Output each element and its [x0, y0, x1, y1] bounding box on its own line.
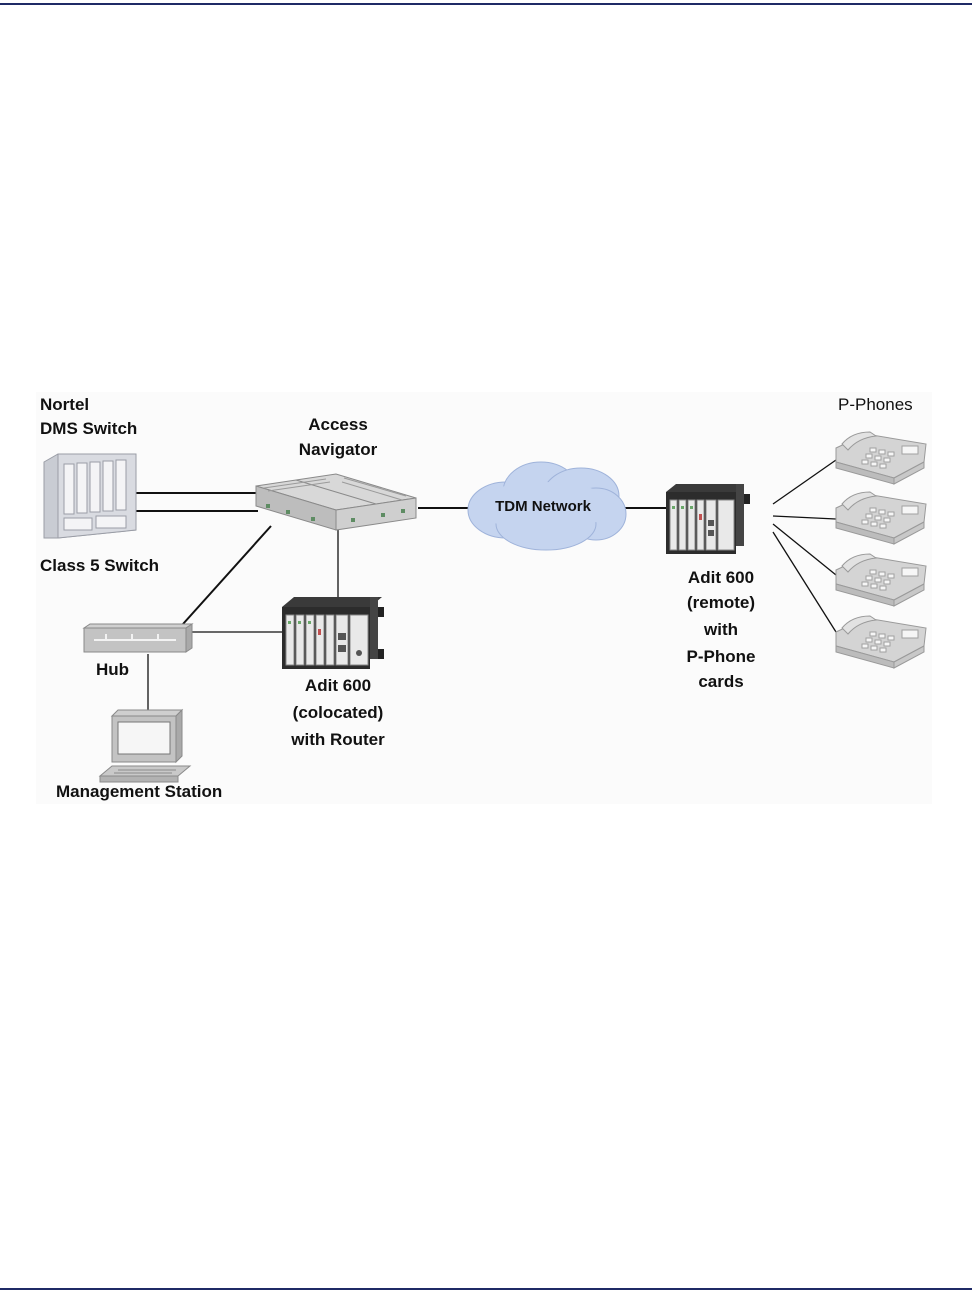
- phones-label: P-Phones: [838, 395, 913, 414]
- link-navigator-hub: [182, 525, 272, 625]
- computer-icon: [98, 708, 192, 783]
- adit-remote-label-line2: (remote): [686, 593, 756, 612]
- link-adit-phone-2: [772, 515, 837, 520]
- access-navigator-icon: [255, 473, 417, 531]
- telephone-icon: [835, 431, 927, 485]
- telephone-icon: [835, 553, 927, 607]
- diagram-canvas: [36, 392, 932, 804]
- figure-background: [36, 392, 932, 804]
- adit-local-label-line3: with Router: [291, 730, 385, 749]
- hub-label: Hub: [96, 660, 130, 679]
- cloud-label: TDM Network: [495, 498, 591, 515]
- class5-switch-icon: [43, 453, 137, 539]
- adit-remote-label-line1: Adit 600: [687, 568, 755, 587]
- adit-remote-label-line3: with: [704, 620, 738, 639]
- telephone-icon: [835, 615, 927, 669]
- navigator-label-line2: Navigator: [298, 440, 378, 459]
- adit-remote-chassis-icon: [666, 484, 750, 554]
- network-diagram: Nortel DMS Switch Class 5 Switch Access …: [36, 392, 932, 804]
- telephone-icon: [835, 491, 927, 545]
- station-label: Management Station: [56, 782, 223, 801]
- link-adit-phone-4: [772, 531, 837, 633]
- footer-rule: [0, 1288, 972, 1290]
- hub-icon: [82, 623, 194, 653]
- cloud-icon: [467, 461, 627, 551]
- adit-remote-label-line4: P-Phone: [686, 647, 756, 666]
- phones-group: [835, 431, 927, 669]
- navigator-label-line1: Access: [308, 415, 368, 434]
- switch-label-line2: DMS Switch: [40, 419, 138, 438]
- switch-caption: Class 5 Switch: [40, 556, 160, 575]
- adit-local-label-line2: (colocated): [292, 703, 384, 722]
- adit-local-chassis-icon: [282, 597, 384, 669]
- link-adit-phone-1: [772, 459, 837, 505]
- header-rule: [0, 3, 972, 5]
- link-adit-phone-3: [772, 523, 837, 576]
- switch-label-line1: Nortel: [40, 395, 90, 414]
- adit-local-label-line1: Adit 600: [304, 676, 372, 695]
- connections: [136, 459, 837, 714]
- adit-remote-label-line5: cards: [698, 672, 744, 691]
